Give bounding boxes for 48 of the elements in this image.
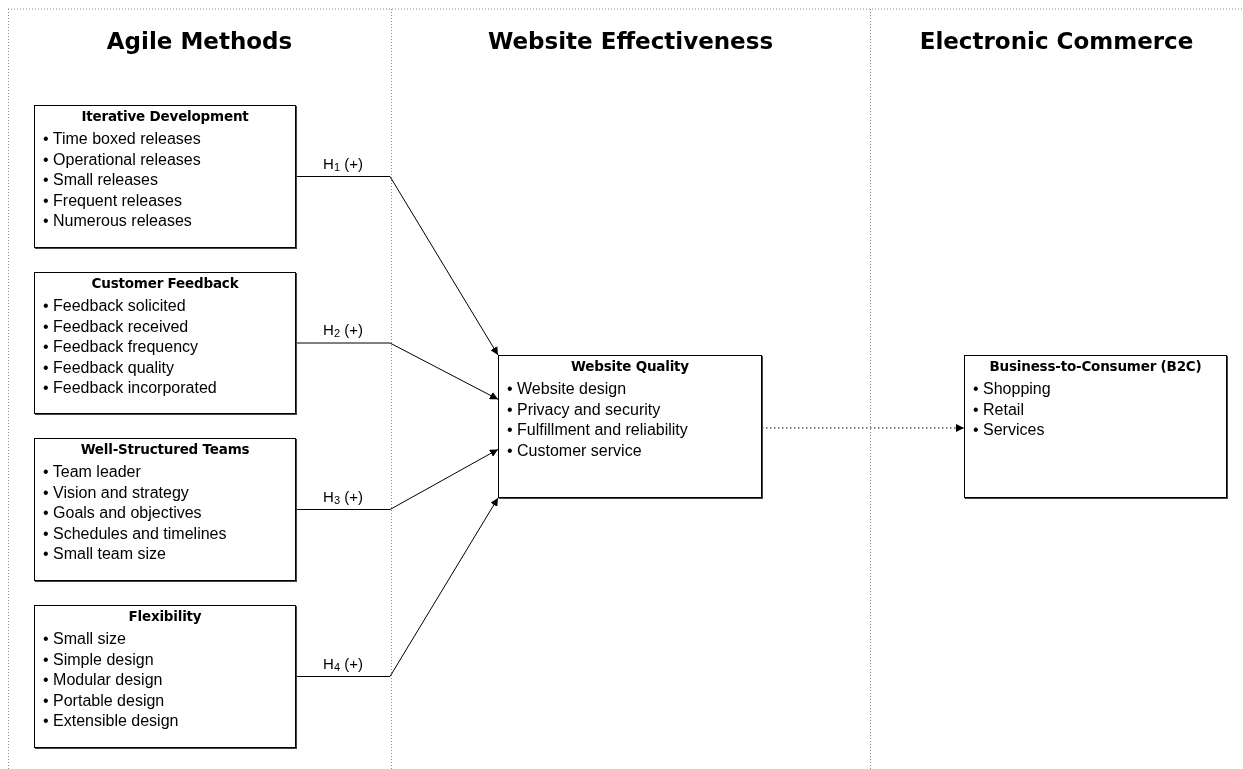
construct-box bbox=[34, 605, 296, 748]
bullet-item: • Feedback incorporated bbox=[43, 378, 218, 398]
bullet-item: • Simple design bbox=[43, 649, 155, 670]
bullet-item: • Vision and strategy bbox=[43, 482, 190, 503]
construct-box bbox=[964, 355, 1227, 498]
column-heading: Website Effectiveness bbox=[487, 28, 774, 54]
arrow bbox=[295, 176, 499, 356]
edge-label: H$_{2}$ (+) bbox=[321, 321, 365, 339]
box-heading: Well-Structured Teams bbox=[79, 441, 251, 457]
construct-box bbox=[498, 355, 762, 498]
arrow bbox=[295, 448, 499, 510]
bullet-item: • Small releases bbox=[43, 170, 159, 190]
bullet-item: • Retail bbox=[973, 399, 1025, 420]
bullet-item: • Website design bbox=[507, 379, 628, 399]
bullet-item: • Small size bbox=[43, 629, 127, 649]
arrow bbox=[761, 423, 965, 432]
bullet-item: • Feedback solicited bbox=[43, 296, 187, 316]
bullet-item: • Customer service bbox=[507, 440, 643, 461]
bullet-item: • Team leader bbox=[43, 462, 142, 482]
bullet-item: • Portable design bbox=[43, 690, 166, 711]
box-heading: Website Quality bbox=[570, 358, 690, 374]
bullet-item: • Privacy and security bbox=[507, 399, 662, 420]
bullet-item: • Time boxed releases bbox=[43, 129, 202, 149]
bullet-item: • Operational releases bbox=[43, 149, 202, 170]
bullet-item: • Feedback quality bbox=[43, 357, 175, 378]
arrow bbox=[295, 342, 499, 400]
bullet-item: • Shopping bbox=[973, 379, 1052, 399]
bullet-item: • Numerous releases bbox=[43, 211, 193, 231]
construct-box bbox=[34, 438, 296, 581]
bullet-item: • Frequent releases bbox=[43, 190, 183, 211]
bullet-item: • Feedback received bbox=[43, 316, 190, 337]
bullet-item: • Schedules and timelines bbox=[43, 523, 228, 544]
box-heading: Customer Feedback bbox=[90, 275, 240, 291]
bullet-item: • Small team size bbox=[43, 544, 167, 564]
bullet-item: • Fulfillment and reliability bbox=[507, 420, 689, 440]
box-heading: Iterative Development bbox=[80, 108, 250, 124]
bullet-item: • Modular design bbox=[43, 670, 164, 690]
construct-box bbox=[34, 272, 296, 414]
arrow bbox=[295, 497, 499, 677]
box-heading: Business-to-Consumer (B2C) bbox=[988, 358, 1203, 374]
bullet-item: • Goals and objectives bbox=[43, 503, 203, 523]
bullet-item: • Services bbox=[973, 420, 1046, 440]
box-heading: Flexibility bbox=[127, 608, 203, 624]
bullet-item: • Extensible design bbox=[43, 711, 180, 731]
construct-box bbox=[34, 105, 296, 248]
bullet-item: • Feedback frequency bbox=[43, 337, 200, 357]
column-heading: Agile Methods bbox=[106, 28, 293, 54]
column-heading: Electronic Commerce bbox=[919, 28, 1194, 54]
